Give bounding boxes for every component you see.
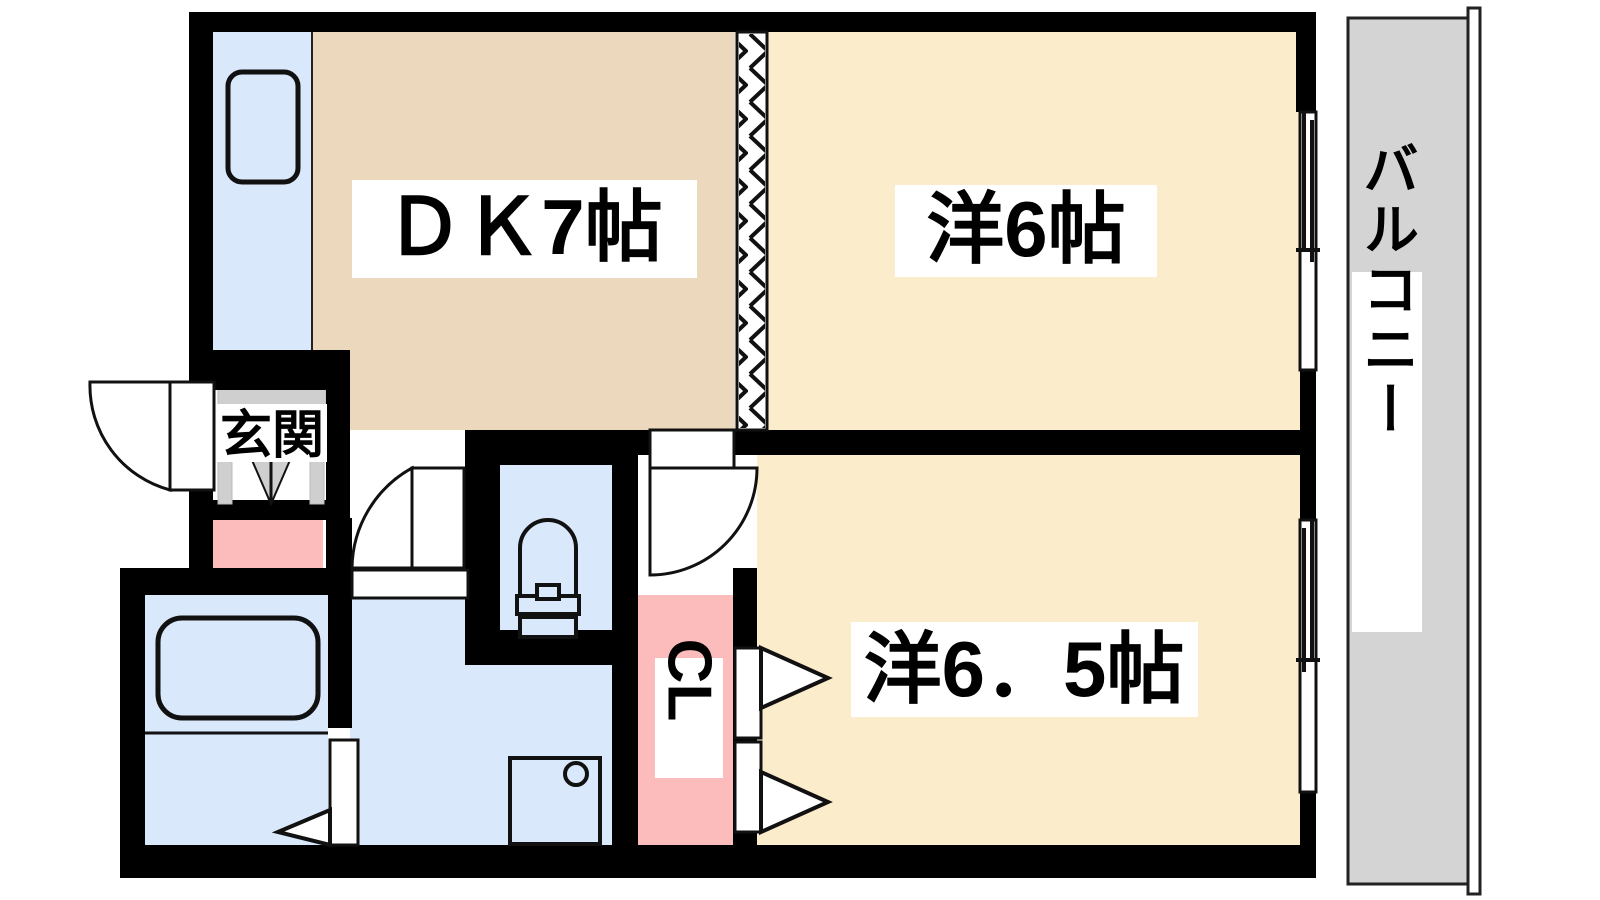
kitchen-sink bbox=[225, 69, 301, 185]
wall-top bbox=[189, 12, 1313, 32]
label-closet: CL bbox=[655, 639, 724, 722]
label-room6: 洋6帖 bbox=[926, 185, 1125, 273]
wall-genkan-right bbox=[326, 350, 350, 525]
dk-hall-door-swing bbox=[350, 465, 414, 570]
wall-genkan-corner bbox=[213, 500, 326, 520]
label-room65: 洋6．5帖 bbox=[864, 625, 1185, 713]
wall-toilet-left bbox=[465, 430, 500, 665]
dk-partition-folding-door[interactable] bbox=[735, 30, 769, 432]
toilet-bowl bbox=[518, 518, 578, 602]
entrance-door-leaf bbox=[168, 380, 216, 492]
toilet-lid bbox=[518, 615, 578, 639]
closet-door-panel-top bbox=[733, 646, 763, 740]
dk-hall-threshold bbox=[350, 568, 470, 600]
wall-left-lower bbox=[120, 568, 145, 878]
bedroom-door-leaf bbox=[648, 428, 736, 470]
balcony-door-lower[interactable] bbox=[1296, 518, 1320, 794]
bathtub bbox=[155, 615, 321, 721]
wall-bath-right bbox=[328, 568, 352, 728]
wall-dk-bottom bbox=[326, 518, 352, 578]
toilet bbox=[515, 518, 581, 639]
label-bg-balcony bbox=[1352, 272, 1422, 632]
wall-bath-right-lower bbox=[328, 845, 352, 878]
entrance-door[interactable] bbox=[88, 380, 216, 492]
wall-closet-left bbox=[612, 568, 638, 878]
room-labels: ＤＫ7帖 洋6帖 洋6．5帖 玄関 バルコニー CL bbox=[217, 140, 1422, 778]
wall-right-lower bbox=[1300, 790, 1316, 878]
genkan-closet-floor bbox=[213, 518, 323, 568]
washing-machine-outline bbox=[508, 756, 602, 846]
washing-machine-space bbox=[508, 756, 602, 846]
wall-right-upper bbox=[1300, 12, 1316, 112]
bath-door-leaf bbox=[328, 738, 360, 847]
bath-door-arrow bbox=[271, 806, 332, 848]
room-fills bbox=[145, 6, 1482, 896]
bath-door[interactable] bbox=[271, 738, 360, 848]
closet-door-arrow-bottom bbox=[759, 768, 833, 836]
label-genkan: 玄関 bbox=[220, 407, 324, 465]
label-bg-room65 bbox=[851, 622, 1198, 717]
wall-dk-bottom-left bbox=[189, 518, 213, 578]
dk-hall-door[interactable] bbox=[350, 465, 470, 600]
bedroom-door-swing bbox=[648, 466, 759, 577]
balcony-outer-edge bbox=[1466, 6, 1482, 896]
label-bg-closet bbox=[655, 658, 723, 778]
bedroom-door[interactable] bbox=[648, 428, 759, 577]
wall-dk-left bbox=[189, 12, 213, 372]
label-bg-room6 bbox=[895, 185, 1157, 277]
fixtures bbox=[508, 518, 602, 846]
washing-machine-drain bbox=[563, 761, 589, 787]
balcony-door-upper[interactable] bbox=[1296, 110, 1320, 372]
label-balcony: バルコニー bbox=[1356, 140, 1419, 440]
toilet-handle bbox=[535, 583, 561, 601]
label-bg-genkan bbox=[217, 404, 327, 462]
closet-door[interactable] bbox=[733, 644, 833, 836]
wall-bottom bbox=[120, 845, 1313, 878]
partition-zigzag bbox=[739, 34, 765, 428]
label-dk: ＤＫ7帖 bbox=[385, 183, 662, 271]
entrance-door-swing bbox=[88, 380, 172, 492]
dk-hall-door-leaf bbox=[410, 466, 466, 570]
label-bg-dk bbox=[352, 180, 697, 278]
wall-genkan-top bbox=[189, 350, 349, 390]
closet-door-panel-bottom bbox=[733, 740, 763, 834]
closet-door-arrow-top bbox=[759, 644, 833, 712]
wall-left-top-lower bbox=[120, 568, 350, 595]
